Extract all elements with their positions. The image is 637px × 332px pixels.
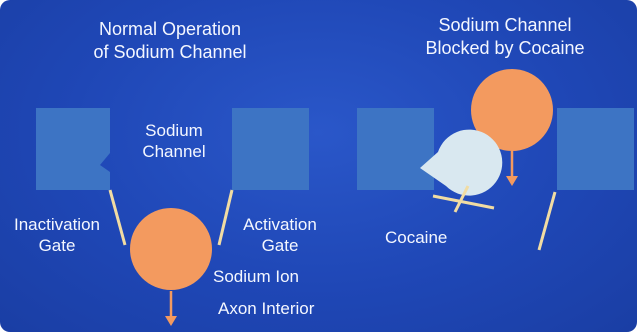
sodium-ion-arrowhead-left	[165, 316, 177, 326]
left-channel-block-left	[36, 108, 110, 190]
activation-gate-label-line-1: Activation	[243, 215, 317, 234]
activation-gate-label-line-2: Gate	[261, 236, 299, 255]
left-channel-block-right	[232, 108, 309, 190]
inactivation-gate-label-line-2: Gate	[38, 236, 76, 255]
axon-interior-label: Axon Interior	[218, 299, 315, 318]
sodium-channel-label: Sodium Channel	[124, 120, 224, 162]
inactivation-gate-line	[108, 189, 127, 246]
activation-gate-line	[217, 189, 234, 246]
sodium-ion-left	[130, 208, 212, 290]
right-channel-block-left	[357, 108, 434, 190]
sodium-channel-label-line-1: Sodium	[145, 121, 203, 140]
sodium-ion-label: Sodium Ion	[213, 267, 299, 286]
sodium-ion-arrowhead-right	[506, 176, 518, 186]
right-panel-title: Sodium Channel Blocked by Cocaine	[390, 14, 620, 60]
sodium-channel-label-line-2: Channel	[142, 142, 206, 161]
sodium-ion-right	[471, 69, 553, 151]
cocaine-label: Cocaine	[385, 228, 448, 247]
right-activation-gate-line	[537, 191, 557, 251]
right-channel-block-right	[557, 108, 634, 190]
cocaine-gate-line-short	[453, 185, 470, 213]
right-title-line-2: Blocked by Cocaine	[425, 38, 585, 58]
cocaine-molecule	[420, 129, 503, 196]
left-panel-title: Normal Operation of Sodium Channel	[70, 18, 270, 64]
right-title-line-1: Sodium Channel	[438, 15, 572, 35]
left-title-line-1: Normal Operation	[98, 19, 242, 39]
activation-gate-label: Activation Gate	[230, 214, 330, 256]
inactivation-gate-label: Inactivation Gate	[2, 214, 112, 256]
left-title-line-2: of Sodium Channel	[93, 42, 247, 62]
inactivation-gate-label-line-1: Inactivation	[14, 215, 100, 234]
cocaine-gate-line	[432, 194, 495, 210]
